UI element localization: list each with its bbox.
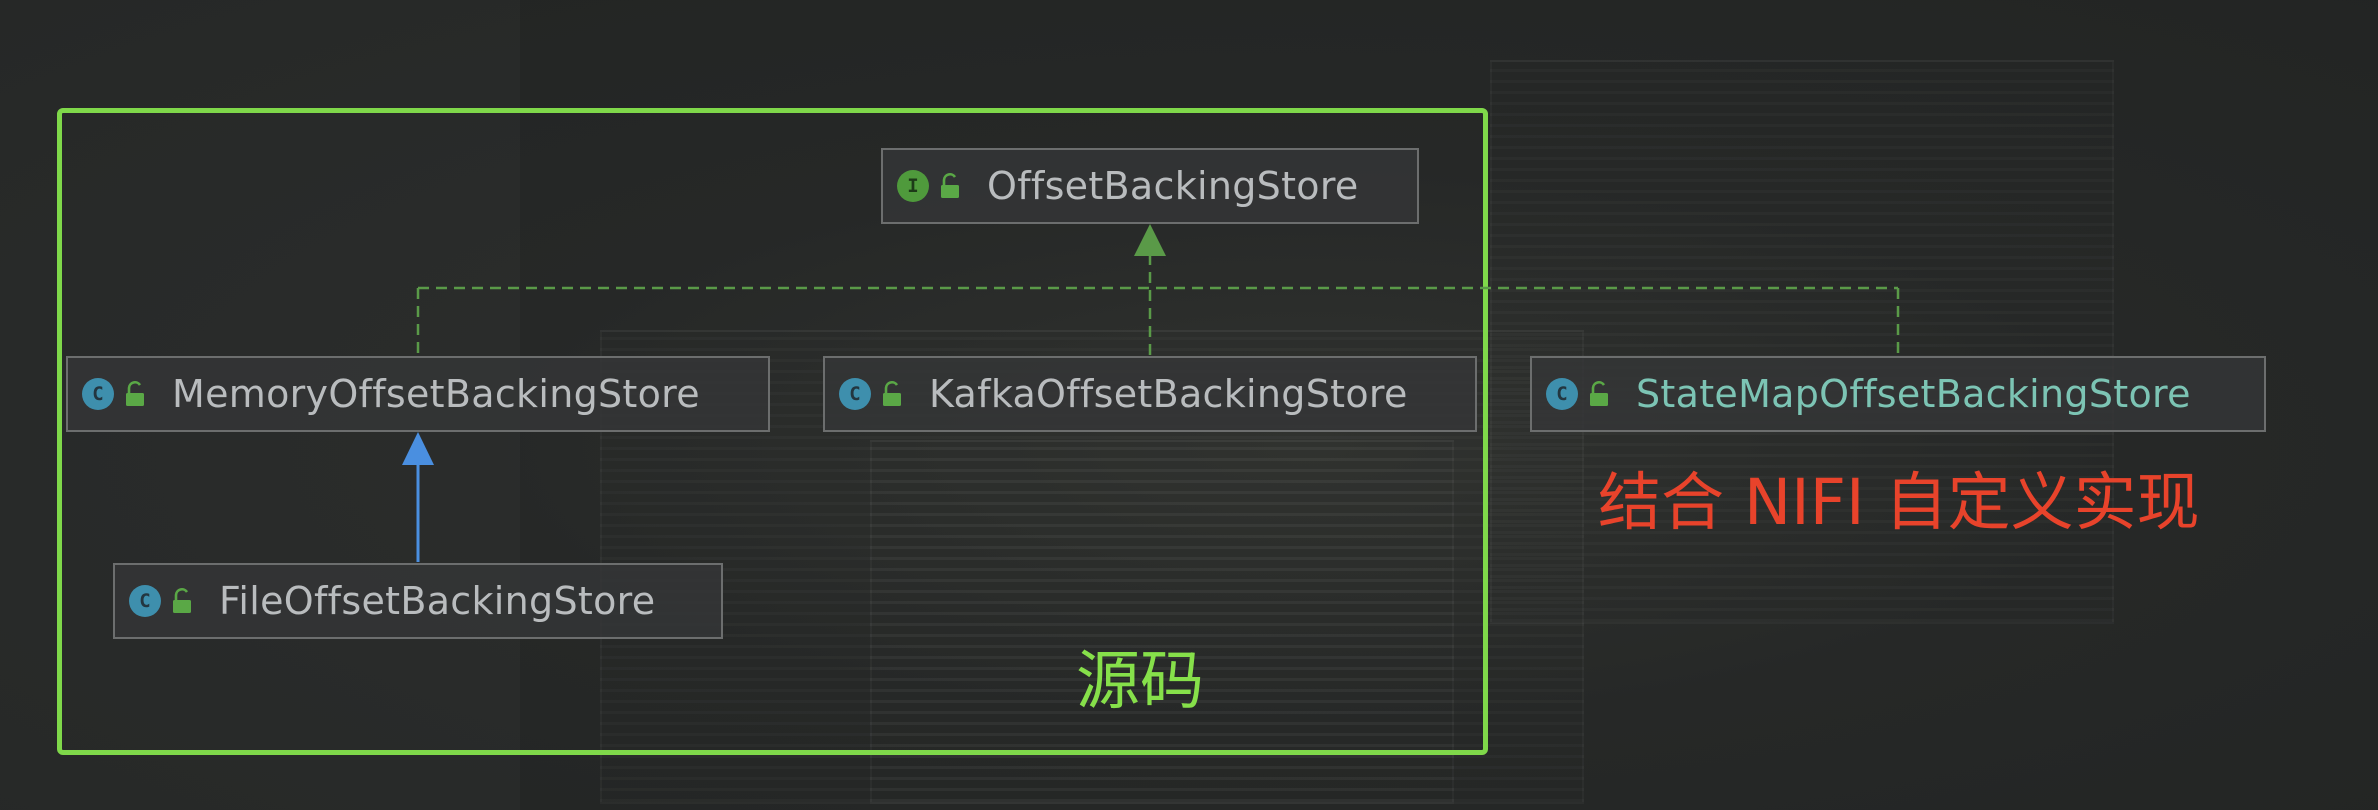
implements-edges (416, 254, 1900, 355)
node-label: StateMapOffsetBackingStore (1636, 372, 2191, 416)
node-memory-offset-backing-store[interactable]: C MemoryOffsetBackingStore (66, 356, 770, 432)
node-label: FileOffsetBackingStore (219, 579, 656, 623)
public-lock-icon (126, 381, 144, 406)
node-label: KafkaOffsetBackingStore (929, 372, 1408, 416)
implements-arrowhead (1134, 224, 1166, 256)
public-lock-icon (883, 381, 901, 406)
node-kafka-offset-backing-store[interactable]: C KafkaOffsetBackingStore (823, 356, 1477, 432)
public-lock-icon (1590, 381, 1608, 406)
extends-arrowhead (402, 432, 434, 465)
class-c-icon: C (129, 585, 161, 617)
public-lock-icon (941, 173, 959, 198)
source-code-label: 源码 (1076, 645, 1204, 719)
source-code-frame (57, 108, 1488, 755)
node-label: MemoryOffsetBackingStore (172, 372, 700, 416)
node-label: OffsetBackingStore (987, 164, 1359, 208)
interface-i-icon: I (897, 170, 929, 202)
background-screen (1490, 60, 2114, 624)
class-c-icon: C (1546, 378, 1578, 410)
node-state-map-offset-backing-store[interactable]: C StateMapOffsetBackingStore (1530, 356, 2266, 432)
custom-implementation-label: 结合 NIFI 自定义实现 (1598, 466, 2200, 539)
class-c-icon: C (82, 378, 114, 410)
class-c-icon: C (839, 378, 871, 410)
background-screen (870, 440, 1454, 804)
node-offset-backing-store[interactable]: I OffsetBackingStore (881, 148, 1419, 224)
public-lock-icon (173, 588, 191, 613)
node-file-offset-backing-store[interactable]: C FileOffsetBackingStore (113, 563, 723, 639)
